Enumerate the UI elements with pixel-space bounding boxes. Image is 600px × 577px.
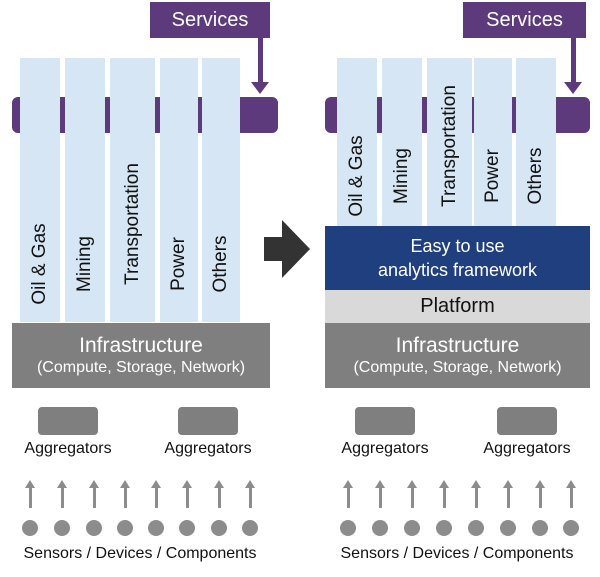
sensor-dot	[148, 520, 164, 536]
up-arrow-icon	[470, 480, 482, 508]
infrastructure-box: Infrastructure (Compute, Storage, Networ…	[12, 323, 270, 388]
right-arrow-icon	[264, 220, 310, 278]
vertical-label-mining: Mining	[391, 148, 412, 204]
sensor-dot	[22, 520, 38, 536]
sensor-dot	[179, 520, 195, 536]
infrastructure-title: Infrastructure	[79, 333, 203, 357]
services-box: Services	[463, 2, 586, 38]
vertical-column-oil-gas: Oil & Gas	[337, 58, 377, 226]
sensors-label: Sensors / Devices / Components	[23, 545, 257, 562]
up-arrow-icon	[502, 480, 514, 508]
aggregators-label: Aggregators	[24, 440, 112, 457]
up-arrow-icon	[406, 480, 418, 508]
sensor-dot	[372, 520, 388, 536]
sensor-dot	[86, 520, 102, 536]
up-arrow-icon	[24, 480, 36, 508]
vertical-column-mining: Mining	[382, 58, 422, 226]
services-connector-arrow-icon	[251, 82, 269, 94]
infrastructure-title: Infrastructure	[395, 333, 520, 357]
sensor-dot	[500, 520, 516, 536]
analytics-line-2: analytics framework	[377, 260, 538, 280]
sensor-dot	[340, 520, 356, 536]
vertical-column-power: Power	[160, 58, 198, 322]
infrastructure-subtitle: (Compute, Storage, Network)	[353, 358, 562, 376]
sensor-dot	[242, 520, 258, 536]
sensor-dot	[117, 520, 133, 536]
services-connector-arrow-icon	[564, 82, 582, 94]
vertical-label-others: Others	[210, 235, 231, 293]
vertical-label-transportation: Transportation	[438, 85, 460, 207]
services-connector	[258, 38, 263, 83]
up-arrow-icon	[56, 480, 68, 508]
aggregators-label: Aggregators	[164, 440, 252, 457]
aggregator-box	[355, 407, 415, 435]
sensor-dot	[54, 520, 70, 536]
up-arrow-icon	[534, 480, 546, 508]
sensors-label: Sensors / Devices / Components	[340, 545, 574, 562]
vertical-label-power: Power	[482, 149, 503, 203]
sensor-dot	[468, 520, 484, 536]
vertical-column-others: Others	[516, 58, 556, 226]
platform-box: Platform	[325, 290, 590, 323]
sensor-dot	[532, 520, 548, 536]
vertical-column-transportation: Transportation	[427, 58, 472, 226]
sensor-dot	[211, 520, 227, 536]
sensor-dot	[404, 520, 420, 536]
vertical-label-oil-gas: Oil & Gas	[346, 135, 367, 217]
vertical-label-transportation: Transportation	[121, 163, 143, 285]
up-arrow-icon	[374, 480, 386, 508]
vertical-column-oil-gas: Oil & Gas	[20, 58, 60, 322]
analytics-line-1: Easy to use	[410, 236, 505, 256]
sensor-dot	[436, 520, 452, 536]
services-connector	[571, 38, 576, 83]
up-arrow-icon	[213, 480, 225, 508]
sensor-dot	[563, 520, 579, 536]
services-box: Services	[150, 2, 270, 38]
infrastructure-subtitle: (Compute, Storage, Network)	[36, 358, 246, 376]
up-arrow-icon	[88, 480, 100, 508]
up-arrow-icon	[119, 480, 131, 508]
vertical-label-others: Others	[525, 147, 546, 205]
aggregator-box	[38, 407, 98, 435]
vertical-column-power: Power	[474, 58, 512, 226]
up-arrow-icon	[181, 480, 193, 508]
up-arrow-icon	[150, 480, 162, 508]
vertical-column-mining: Mining	[65, 58, 105, 322]
aggregators-label: Aggregators	[483, 440, 571, 457]
vertical-label-oil-gas: Oil & Gas	[29, 223, 50, 305]
infrastructure-box: Infrastructure (Compute, Storage, Networ…	[325, 323, 590, 388]
vertical-label-power: Power	[168, 237, 189, 291]
aggregator-box	[178, 407, 238, 435]
analytics-framework-box: Easy to use analytics framework	[325, 226, 590, 290]
up-arrow-icon	[244, 480, 256, 508]
vertical-column-transportation: Transportation	[110, 58, 155, 322]
vertical-label-mining: Mining	[74, 236, 95, 292]
aggregator-box	[497, 407, 557, 435]
up-arrow-icon	[438, 480, 450, 508]
up-arrow-icon	[565, 480, 577, 508]
vertical-column-others: Others	[202, 58, 240, 322]
services-label: Services	[171, 8, 249, 31]
services-label: Services	[486, 8, 563, 31]
platform-label: Platform	[420, 295, 495, 317]
up-arrow-icon	[342, 480, 354, 508]
aggregators-label: Aggregators	[341, 440, 429, 457]
